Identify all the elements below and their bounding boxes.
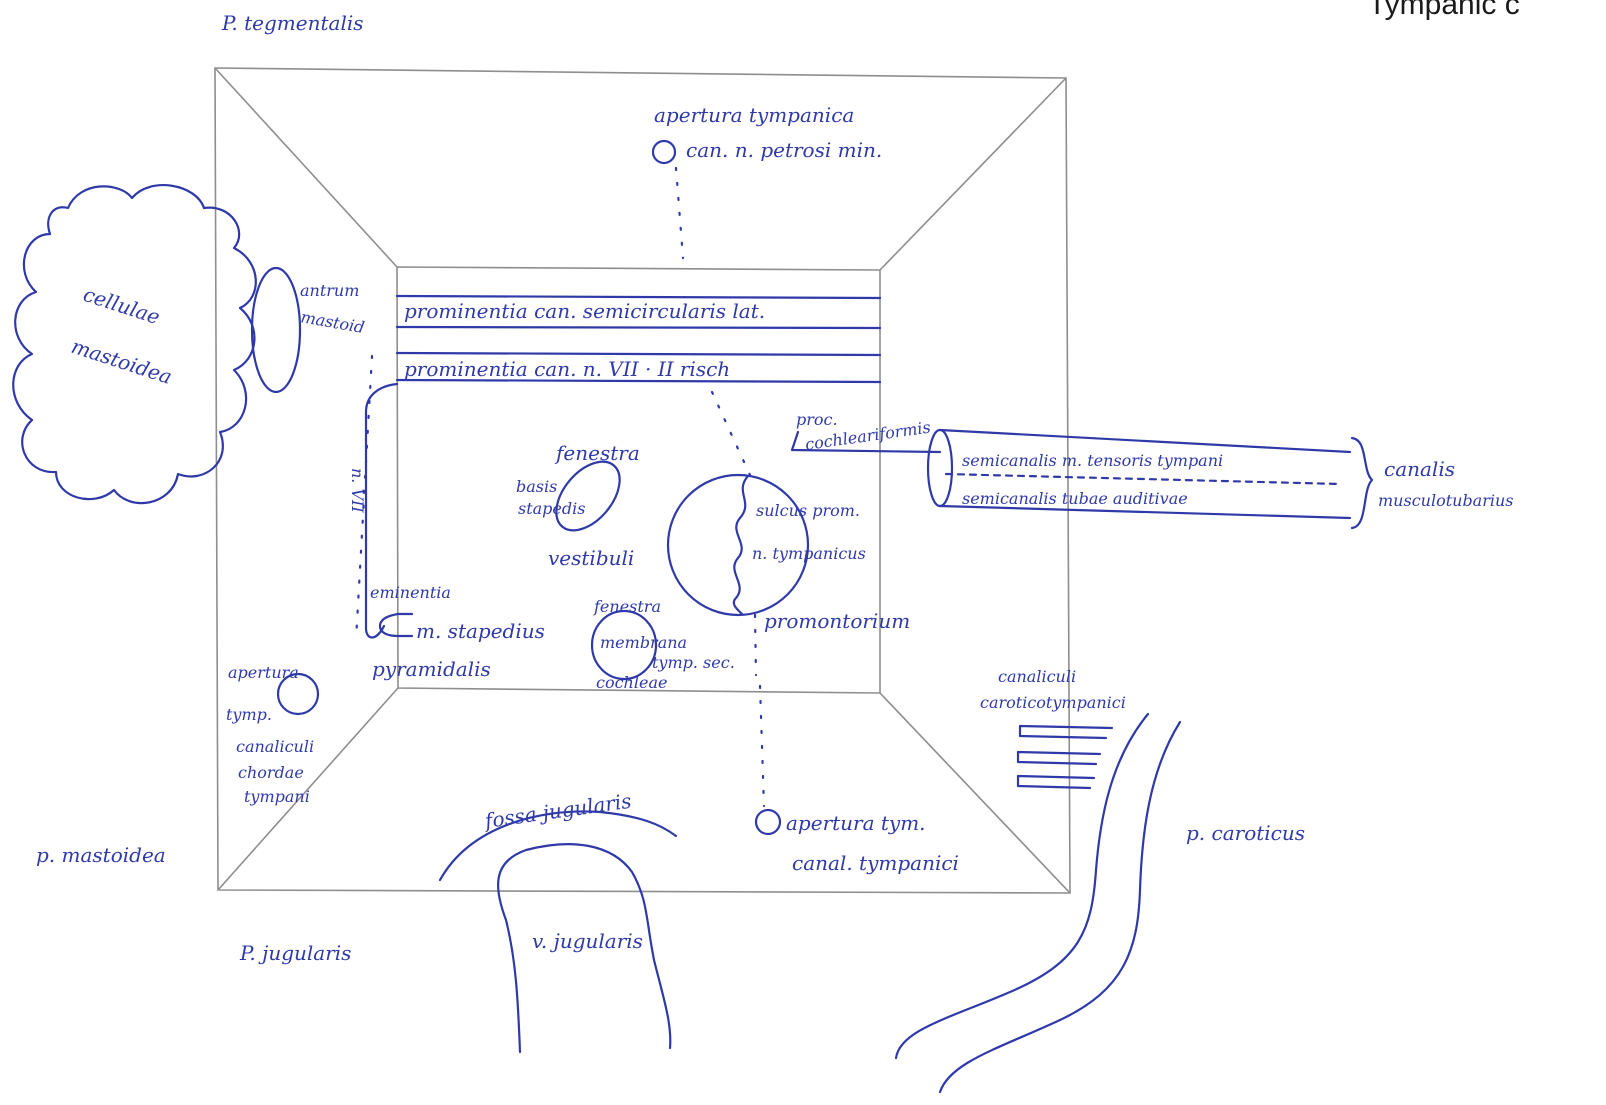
prominence-bands xyxy=(395,294,882,384)
vestibuli-label: vestibuli xyxy=(548,546,634,570)
band-line-1 xyxy=(395,294,882,300)
aperture-bottom-label-2: canal. tympanici xyxy=(792,851,959,875)
band-line-2 xyxy=(395,325,882,330)
aperture-chorda-label-3: canaliculi xyxy=(236,737,314,756)
aperture-chorda-label-5: tympani xyxy=(244,787,310,806)
canalis-opening xyxy=(926,428,954,508)
caroticotympanic-label-2: caroticotympanici xyxy=(980,693,1126,712)
sulcus-label-1: sulcus prom. xyxy=(756,501,860,520)
sulcus-dotted-lower xyxy=(753,613,758,677)
jugular-vein-outline xyxy=(496,843,672,1054)
aperture-top-label-2: can. n. petrosi min. xyxy=(686,138,882,162)
antrum-label: antrum xyxy=(300,281,359,300)
mastoidea-label: mastoidea xyxy=(68,334,175,389)
canaliculus-1 xyxy=(1018,724,1114,740)
cavity-box xyxy=(214,67,1071,894)
musculotubarius-label: musculotubarius xyxy=(1378,491,1514,510)
mastoid-cells-cloud xyxy=(12,184,257,505)
outer-wall-outline xyxy=(214,67,1071,894)
sulcus-dotted-upper xyxy=(710,390,752,477)
aperture-top-dotted-line xyxy=(674,166,685,260)
wall-label-caroticus: p. caroticus xyxy=(1186,821,1305,845)
facial-canal-line xyxy=(364,382,399,639)
facial-dotted-line xyxy=(354,354,374,642)
aperture-chorda-label-2: tymp. xyxy=(226,705,272,724)
pyramidalis-label: pyramidalis xyxy=(372,657,491,681)
eminentia-label: eminentia xyxy=(370,583,451,602)
tymp-sec-label: tymp. sec. xyxy=(652,653,735,672)
diagram-title: Tympanic c xyxy=(1368,0,1520,21)
membrana-label: membrana xyxy=(600,633,687,652)
band-line-4 xyxy=(395,378,882,384)
aperture-chorda-circle xyxy=(276,672,320,716)
canalis-label: canalis xyxy=(1384,457,1455,481)
prominentia-facialis-label: prominentia can. n. VII · II risch xyxy=(404,357,730,381)
canalis-brace xyxy=(1350,436,1374,530)
canalis-septum xyxy=(944,472,1342,486)
fenestra-vestibuli-oval xyxy=(555,460,621,532)
fossa-jugularis-label: fossa jugularis xyxy=(481,789,632,834)
semicanalis-tubae-label: semicanalis tubae auditivae xyxy=(962,489,1188,508)
promontorium-label: promontorium xyxy=(764,609,910,633)
canalis-bottom-edge xyxy=(938,504,1352,520)
aperture-top-circle xyxy=(651,139,677,165)
pyramidal-eminence-stalk xyxy=(378,612,414,638)
vena-jugularis-label: v. jugularis xyxy=(532,929,643,953)
proc-cochleariformis-bracket xyxy=(790,430,942,454)
caroticotympanic-label-1: canaliculi xyxy=(998,667,1076,686)
corner-diagonal-tl xyxy=(214,67,398,268)
prominentia-semicircularis-label: prominentia can. semicircularis lat. xyxy=(404,299,765,323)
proc-label: proc. xyxy=(796,410,838,429)
wall-label-mastoidea: p. mastoidea xyxy=(36,843,166,867)
stapedis-label: stapedis xyxy=(518,499,585,518)
aperture-chorda-label-1: apertura xyxy=(228,663,299,682)
band-line-3 xyxy=(395,351,882,357)
fenestra-vestibuli-label: fenestra xyxy=(554,441,640,465)
sulcus-label-2: n. tympanicus xyxy=(752,544,866,563)
caroticotympanic-canaliculi xyxy=(1016,724,1114,790)
semicanalis-tensoris-label: semicanalis m. tensoris tympani xyxy=(962,451,1223,470)
cellulae-label: cellulae xyxy=(80,282,162,329)
aperture-bottom-label-1: apertura tym. xyxy=(786,811,926,835)
antrum-oval xyxy=(250,266,302,394)
corner-diagonal-bl xyxy=(217,687,399,891)
basis-label: basis xyxy=(516,477,557,496)
fenestra-cochleae-label: fenestra xyxy=(593,597,661,616)
sulcus-wavy-line xyxy=(732,474,750,616)
mastoid-label: mastoid xyxy=(299,307,366,337)
fenestra-cochleae-circle xyxy=(590,609,658,681)
wall-label-jugularis: P. jugularis xyxy=(239,941,351,965)
fossa-jugularis-arc xyxy=(438,810,678,882)
aperture-bottom-dotted-line xyxy=(758,684,766,808)
carotid-canal-right xyxy=(938,720,1182,1094)
canalis-top-edge xyxy=(938,428,1352,454)
corner-diagonal-tr xyxy=(879,77,1067,271)
cochleae-label: cochleae xyxy=(596,673,667,692)
corner-diagonal-br xyxy=(879,692,1071,894)
wall-label-tegmentalis: P. tegmentalis xyxy=(221,11,364,35)
stapedius-label: m. stapedius xyxy=(416,619,545,643)
canaliculus-3 xyxy=(1016,774,1096,790)
facial-vertical-label: n. VII xyxy=(348,468,367,513)
carotid-canal-left xyxy=(894,712,1150,1060)
canaliculus-2 xyxy=(1016,750,1102,766)
promontorium-circle xyxy=(666,473,810,617)
aperture-top-label-1: apertura tympanica xyxy=(654,103,854,127)
aperture-chorda-label-4: chordae xyxy=(238,763,304,782)
aperture-bottom-circle xyxy=(754,808,782,836)
